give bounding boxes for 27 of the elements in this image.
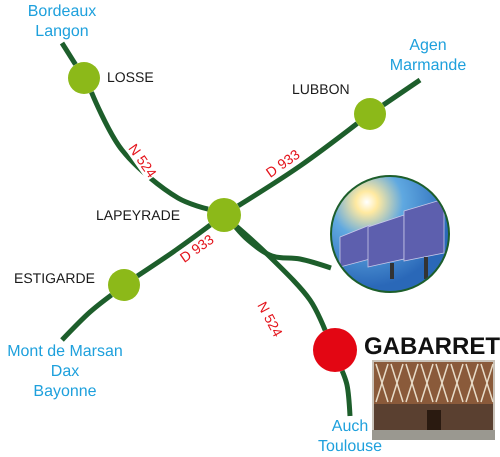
town-label: ESTIGARDE xyxy=(14,270,95,286)
destination-label: Langon xyxy=(35,22,89,42)
road-line xyxy=(340,370,352,416)
road-line xyxy=(136,223,212,278)
town-title: GABARRET xyxy=(364,333,500,361)
road-line xyxy=(236,122,359,208)
destination-label: Marmande xyxy=(390,56,466,76)
town-marker xyxy=(108,269,140,301)
destination-label: Agen xyxy=(409,36,447,56)
road-line xyxy=(60,292,113,342)
town-label: LAPEYRADE xyxy=(96,207,180,223)
town-label: LOSSE xyxy=(107,69,154,85)
town-marker xyxy=(354,98,386,130)
road-line xyxy=(60,42,78,66)
destination-label: Toulouse xyxy=(318,437,382,457)
road-line xyxy=(89,91,209,212)
destination-label: Bordeaux xyxy=(28,2,96,22)
town-marker xyxy=(207,198,241,232)
town-label: LUBBON xyxy=(292,81,350,97)
destination-label: Auch xyxy=(332,417,368,437)
destination-label: Dax xyxy=(50,362,80,382)
town-marker xyxy=(313,328,357,372)
road-line xyxy=(234,226,332,270)
destination-label: Bayonne xyxy=(33,382,97,402)
town-marker xyxy=(68,62,100,94)
destination-label: Mont de Marsan xyxy=(7,342,123,362)
road-line xyxy=(382,78,422,108)
